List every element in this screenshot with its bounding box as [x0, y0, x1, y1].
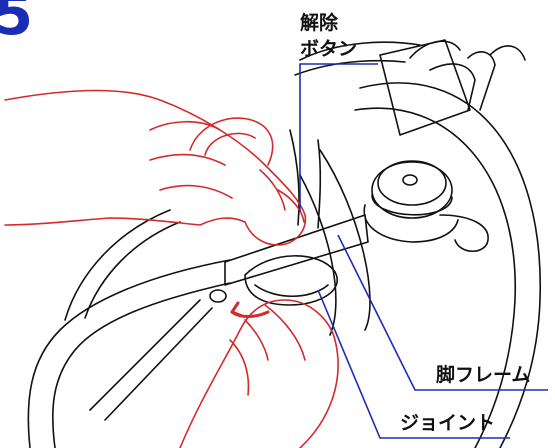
leader-leg-frame	[337, 234, 548, 391]
leader-lines	[299, 63, 548, 439]
leg-frame-label: 脚フレーム	[436, 364, 531, 386]
leader-release-button	[299, 63, 378, 212]
hub-knob	[371, 161, 453, 219]
upper-hand	[4, 89, 307, 246]
joint-housing	[244, 255, 338, 306]
wheel-outline	[359, 82, 541, 448]
leader-joint	[317, 289, 510, 439]
step-number: 5	[0, 0, 33, 48]
frame-rivet	[209, 289, 227, 303]
release-button-label-line2: ボタン	[300, 38, 358, 60]
release-button-label-line1: 解除	[300, 12, 339, 34]
wheel-rim	[319, 149, 371, 331]
lower-hand	[179, 299, 339, 448]
folding-arm	[189, 117, 274, 166]
joint-label: ジョイント	[400, 412, 496, 434]
hands-illustration	[4, 89, 339, 448]
upper-frame-tube	[379, 39, 471, 136]
wheel-inner-arc	[354, 107, 516, 448]
leg-frame-tube	[224, 214, 369, 286]
